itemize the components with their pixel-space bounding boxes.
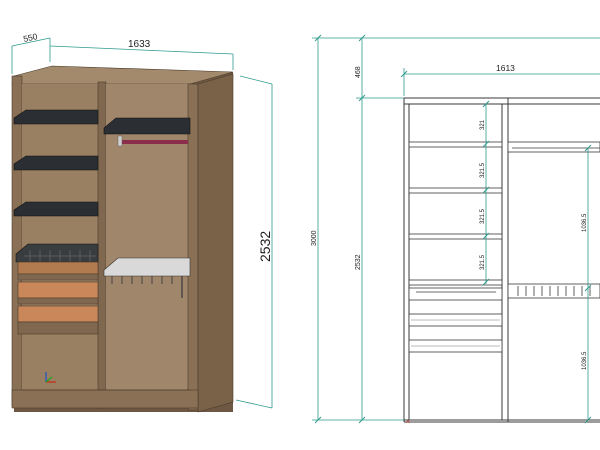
dim-shelf-spacing-1: 321 — [480, 119, 486, 130]
left-compartment-back — [22, 84, 98, 390]
drawing-shelves — [408, 141, 503, 286]
glass-shelf — [13, 109, 99, 125]
dimension-ticks — [314, 34, 592, 424]
technical-drawing: × 3000 468 2532 1613 321 321.5 321.5 321… — [311, 34, 600, 426]
glass-shelves — [13, 109, 191, 217]
dim-depth: 550 — [22, 31, 38, 44]
dim-shelf-spacing-4: 321.5 — [480, 254, 486, 270]
glass-shelf — [13, 201, 99, 217]
bottom-plinth — [11, 389, 199, 409]
dim-cabinet-height: 2532 — [355, 254, 362, 270]
dim-right-upper: 1036.5 — [582, 213, 588, 232]
dim-height: 2532 — [257, 231, 273, 262]
top-board — [11, 65, 234, 85]
dim-total-height: 3000 — [311, 230, 318, 246]
wardrobe-3d-render: 550 1633 2532 — [11, 31, 273, 413]
dim-top-gap: 468 — [355, 66, 362, 78]
shelf — [408, 187, 503, 194]
drawer — [17, 305, 99, 323]
dim-shelf-spacing-2: 321.5 — [480, 162, 486, 178]
shelf — [408, 141, 503, 148]
dim-shelf-spacing-3: 321.5 — [480, 208, 486, 224]
drawer — [17, 281, 99, 299]
dim-drawing-width: 1613 — [496, 63, 515, 73]
dim-right-lower: 1036.5 — [582, 351, 588, 370]
drawer — [17, 261, 99, 275]
origin-marker: × — [406, 419, 410, 426]
drawing-drawers — [408, 287, 503, 353]
left-side-panel — [11, 75, 23, 407]
axis-gizmo — [45, 372, 56, 383]
shelf — [408, 233, 503, 240]
drawers — [17, 261, 99, 335]
top-shelf-rod — [507, 141, 600, 153]
glass-shelf — [103, 117, 191, 135]
trouser-rack — [103, 257, 191, 298]
right-compartment-back — [106, 84, 190, 390]
right-side-depth — [197, 73, 234, 413]
trouser-rack-outline — [507, 283, 600, 299]
shoe-rack-outline — [408, 287, 503, 301]
hanging-rod — [120, 140, 188, 144]
shoe-rack — [15, 243, 99, 263]
glass-shelf — [13, 155, 99, 171]
dim-width: 1633 — [128, 39, 151, 50]
drawing-dimensions — [312, 37, 600, 421]
render-dimensions — [11, 37, 273, 409]
shelf — [408, 279, 503, 286]
drawing-right-column — [507, 141, 600, 299]
